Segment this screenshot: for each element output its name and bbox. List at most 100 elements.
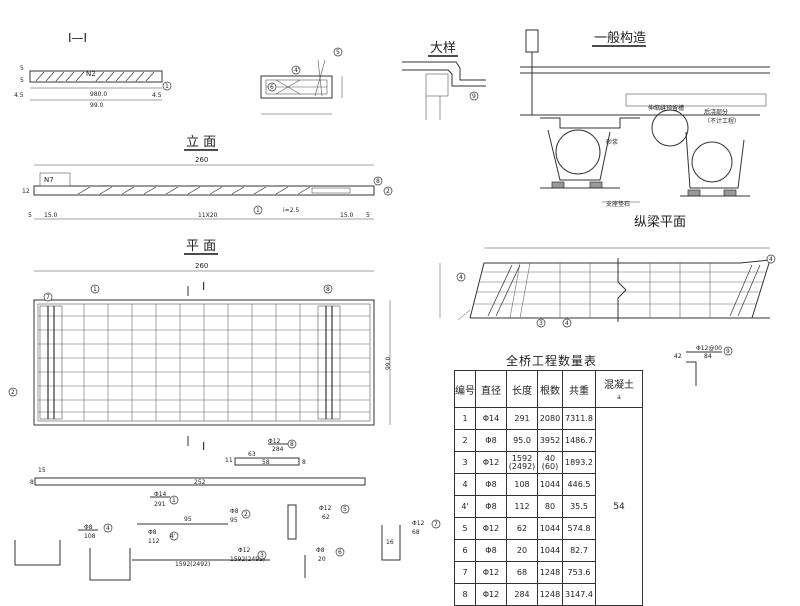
general-view: 一般构造 伸缩缝预留槽 后浇部分 （不计工程） 砂浆 支座垫石 — [520, 29, 770, 208]
detail-marker-5: 5 — [333, 47, 343, 57]
cell-total: 574.8 — [562, 517, 596, 540]
general-title: 一般构造 — [594, 30, 646, 46]
section-dim-990: 99.0 — [90, 102, 104, 109]
section-hatch — [35, 71, 155, 82]
cell-length: 291 — [506, 407, 538, 430]
cell-count: 2080 — [537, 407, 563, 430]
cell-diameter: Φ8 — [475, 473, 507, 496]
cell-length: 95.0 — [506, 429, 538, 452]
callout-n9: Φ12@00 42 84 9 — [674, 345, 733, 386]
svg-text:4: 4 — [769, 256, 773, 263]
plan-marker-2: 2 — [8, 387, 18, 397]
callout-n3: 1592(2492) Φ12 1592(2492) 3 — [132, 547, 270, 568]
cell-count: 1248 — [537, 561, 563, 584]
quantity-table-title: 全桥工程数量表 — [506, 354, 598, 368]
svg-text:2: 2 — [11, 389, 15, 396]
elevation-rebar-hatch — [77, 186, 311, 195]
cell-total: 1893.2 — [562, 451, 596, 474]
svg-text:8: 8 — [376, 178, 380, 185]
elevation-marker-1: 1 — [253, 205, 263, 215]
cell-count: 80 — [537, 495, 563, 518]
general-cast-label: 后浇部分 — [704, 108, 728, 116]
svg-text:Φ8: Φ8 — [148, 529, 157, 536]
cell-diameter: Φ8 — [475, 539, 507, 562]
cell-no: 7 — [454, 561, 476, 584]
svg-text:11: 11 — [225, 457, 233, 464]
cell-total: 446.5 — [562, 473, 596, 496]
section-marker-1: 1 — [162, 81, 172, 91]
callout-n2: 95 Φ8 95 2 — [137, 508, 251, 525]
svg-text:Φ8: Φ8 — [84, 524, 93, 531]
cell-length: 108 — [506, 473, 538, 496]
cell-diameter: Φ14 — [475, 407, 507, 430]
section-dim-45-right: 4.5 — [152, 92, 162, 99]
cell-total: 3147.4 — [562, 583, 596, 606]
svg-text:Φ14: Φ14 — [154, 491, 167, 498]
cell-diameter: Φ12 — [475, 517, 507, 540]
svg-text:20: 20 — [318, 556, 326, 563]
cell-concrete: 54 — [595, 407, 643, 606]
svg-text:4': 4' — [294, 67, 300, 74]
detail-marker-9: 9 — [469, 91, 479, 101]
longitudinal-marker-4-left: 4 — [456, 272, 466, 282]
svg-text:2: 2 — [244, 511, 248, 518]
longitudinal-marker-4-right: 4 — [766, 254, 776, 264]
section-slab — [29, 70, 163, 83]
cell-count: 40 (60) — [537, 451, 563, 474]
cell-diameter: Φ12 — [475, 583, 507, 606]
plan-total-dim: 260 — [195, 262, 208, 270]
rebar-cage-detail: 4' 5 6 — [260, 47, 343, 115]
elevation-seg-right: 15.0 — [340, 212, 354, 219]
col-diameter: 直径 — [475, 370, 507, 408]
col-concrete: 混凝土 a — [595, 370, 643, 408]
rebar-callouts: Φ12 284 8 63 58 11 8 8 15 252 Φ14 291 1 … — [14, 438, 441, 581]
callout-n4: Φ8 108 4 — [14, 523, 113, 566]
callout-n1: 8 15 252 Φ14 291 1 — [30, 467, 366, 508]
svg-text:4: 4 — [565, 320, 569, 327]
elevation-n7: N7 — [44, 176, 54, 184]
cell-length: 62 — [506, 517, 538, 540]
cell-length: 1592 (2492) — [506, 451, 538, 474]
section-n2-label: N2 — [86, 70, 96, 78]
svg-text:1: 1 — [165, 83, 169, 90]
cell-no: 1 — [454, 407, 476, 430]
svg-text:8: 8 — [326, 286, 330, 293]
longitudinal-grid — [474, 262, 766, 319]
svg-text:Φ12: Φ12 — [412, 520, 425, 527]
svg-text:284: 284 — [272, 446, 284, 453]
cell-length: 284 — [506, 583, 538, 606]
cell-total: 82.7 — [562, 539, 596, 562]
svg-text:9: 9 — [472, 93, 476, 100]
svg-text:1592(2492): 1592(2492) — [230, 556, 265, 563]
callout-n6: Φ8 20 6 — [304, 547, 345, 578]
detail-marker-6: 6 — [267, 82, 277, 92]
general-joint-label: 伸缩缝预留槽 — [648, 104, 684, 112]
section-dim-5-bottom: 5 — [20, 77, 24, 84]
cell-no: 8 — [454, 583, 476, 606]
svg-text:1: 1 — [172, 497, 176, 504]
svg-text:16: 16 — [386, 539, 394, 546]
svg-text:5: 5 — [343, 506, 347, 513]
plan-rebar-grid — [38, 304, 370, 421]
callout-n5: Φ12 62 5 — [287, 504, 350, 540]
col-no: 编号 — [454, 370, 476, 408]
general-bearing-label: 支座垫石 — [606, 200, 630, 208]
svg-text:108: 108 — [84, 533, 96, 540]
svg-text:3: 3 — [260, 552, 264, 559]
svg-text:8: 8 — [30, 479, 34, 486]
cell-length: 68 — [506, 561, 538, 584]
svg-text:3: 3 — [539, 320, 543, 327]
general-cast-note: （不计工程） — [704, 117, 740, 125]
svg-text:58: 58 — [262, 459, 270, 466]
svg-text:4: 4 — [106, 525, 110, 532]
general-sand-label: 砂浆 — [606, 138, 618, 146]
svg-text:95: 95 — [184, 516, 192, 523]
svg-text:252: 252 — [194, 479, 206, 486]
longitudinal-title: 纵梁平面 — [634, 215, 686, 230]
